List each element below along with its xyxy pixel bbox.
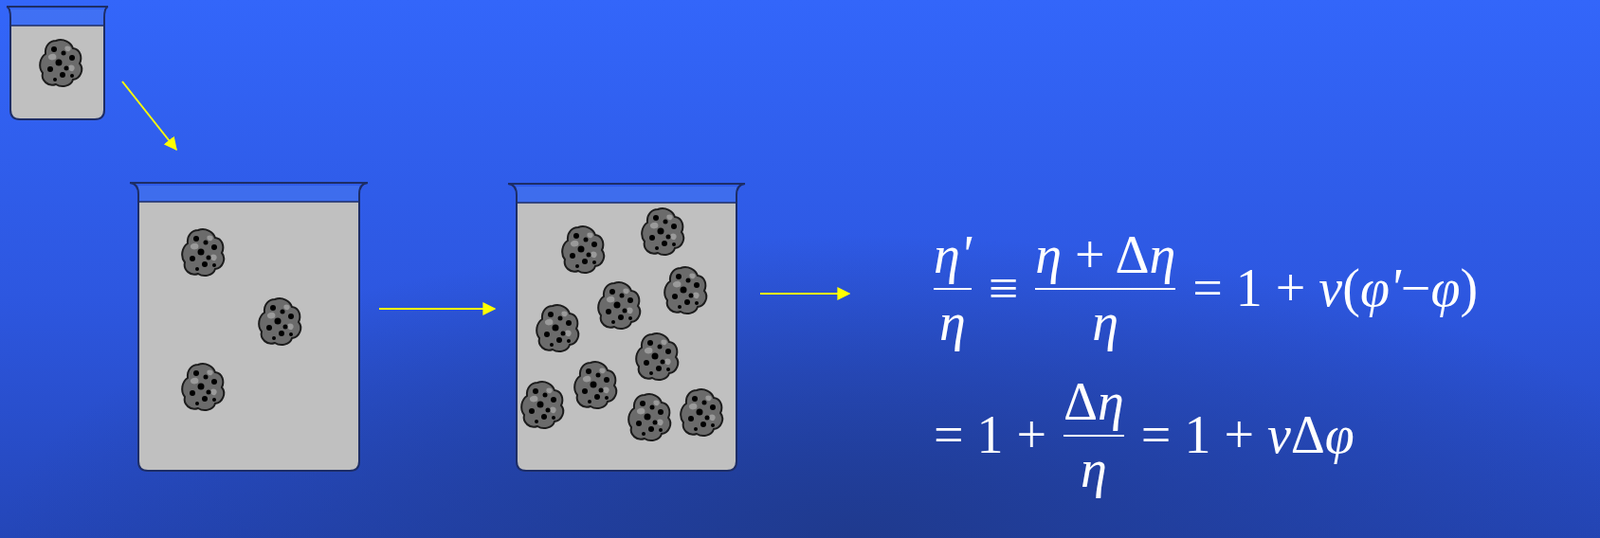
beaker xyxy=(129,182,368,472)
equation-term: = 1 + νΔφ xyxy=(1141,406,1355,466)
equation-line: η' η ≡ η + Δη η = 1 + ν(φ'−φ) xyxy=(933,226,1495,352)
equation-term: Δη xyxy=(1063,373,1125,433)
liquid-surface xyxy=(10,24,105,27)
beaker-glass xyxy=(10,9,105,120)
fraction-bar xyxy=(1063,435,1125,437)
equation-term: η' xyxy=(933,226,972,286)
fraction-bar xyxy=(933,288,972,291)
equation-term: η xyxy=(1080,440,1108,500)
flow-arrow xyxy=(122,81,177,150)
equation-line: = 1 + Δη η = 1 + νΔφ xyxy=(933,373,1372,499)
fraction: Δη η xyxy=(1063,373,1125,499)
beaker-outline xyxy=(6,6,109,120)
equation-term: η xyxy=(1091,293,1119,353)
porous-particle xyxy=(598,282,640,329)
porous-particle xyxy=(628,394,671,441)
fraction-bar xyxy=(1035,288,1176,291)
porous-particle xyxy=(258,298,301,346)
porous-particle xyxy=(636,333,678,381)
liquid xyxy=(516,202,737,472)
liquid xyxy=(10,25,105,120)
beaker-glass xyxy=(516,186,737,472)
liquid-surface xyxy=(516,201,737,204)
fraction: η' η xyxy=(933,226,972,352)
equation-term: = 1 + xyxy=(933,406,1047,466)
porous-particle xyxy=(39,39,82,87)
porous-particle xyxy=(641,208,684,255)
equation-term: η + Δη xyxy=(1035,226,1176,286)
equation-term: = 1 + ν(φ'−φ) xyxy=(1192,259,1478,319)
beaker xyxy=(6,6,109,120)
porous-particle xyxy=(680,389,723,437)
porous-particle xyxy=(664,267,707,314)
beaker xyxy=(508,183,746,472)
equation-term: η xyxy=(939,293,966,353)
porous-particle xyxy=(562,226,604,273)
beaker-glass xyxy=(138,185,360,472)
beaker-outline xyxy=(508,183,746,472)
porous-particle xyxy=(181,363,224,411)
fraction: η + Δη η xyxy=(1035,226,1176,352)
beaker-rim xyxy=(6,5,109,8)
porous-particle xyxy=(536,305,579,352)
equation-term: ≡ xyxy=(988,259,1019,319)
flow-arrow xyxy=(760,292,850,295)
beaker-rim xyxy=(129,181,368,184)
beaker-outline xyxy=(129,182,368,472)
porous-particle xyxy=(574,362,617,409)
beaker-rim xyxy=(508,182,746,185)
porous-particle xyxy=(181,229,224,276)
porous-particle xyxy=(521,381,564,429)
liquid-surface xyxy=(138,200,360,203)
liquid xyxy=(138,201,360,472)
flow-arrow xyxy=(379,308,495,310)
